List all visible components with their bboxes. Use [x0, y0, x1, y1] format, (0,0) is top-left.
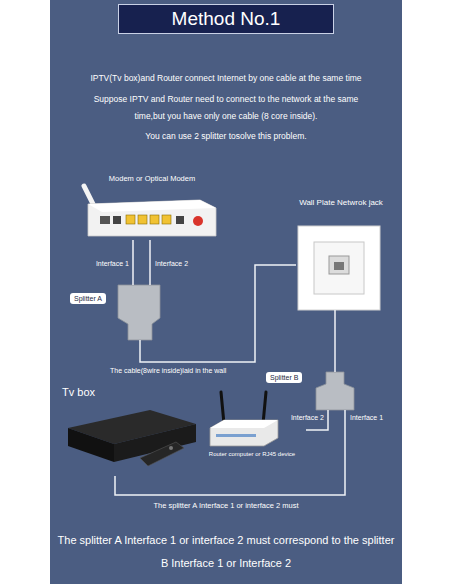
- paragraph-text: Suppose IPTV and Router need to connect …: [81, 91, 371, 125]
- interface-label: Interface 2: [266, 413, 324, 422]
- splitter-node: Splitter B: [266, 372, 354, 410]
- device-label: Wall Plate Netwrok jack: [296, 198, 386, 208]
- device-label: Router computer or RJ45 device: [198, 450, 306, 458]
- paragraph-text: IPTV(Tv box)and Router connect Internet …: [50, 70, 402, 87]
- splitter-node: Splitter A: [70, 285, 162, 340]
- cable-line: [140, 265, 296, 362]
- tv-box-node: Tv box: [62, 386, 202, 476]
- cable-line: [149, 240, 151, 285]
- splitter-body: [316, 372, 354, 410]
- wall-plate-picture: [298, 226, 380, 310]
- title-box: Method No.1: [118, 4, 334, 34]
- device-label: Modem or Optical Modem: [78, 174, 226, 184]
- note-text: The splitter A Interface 1 or interface …: [50, 501, 402, 511]
- cable-line: [334, 310, 336, 372]
- splitter-label: Splitter A: [70, 293, 106, 304]
- interface-label: Interface 2: [155, 259, 215, 268]
- splitter-body: [118, 285, 160, 340]
- background-panel: [50, 0, 402, 584]
- device-label: Tv box: [62, 386, 202, 399]
- modem-node: Modem or Optical Modem: [78, 174, 226, 240]
- wall-plate-node: Wall Plate Netwrok jack: [296, 198, 386, 310]
- interface-label: Interface 1: [350, 413, 400, 422]
- router-picture: [210, 392, 278, 446]
- cable-label: The cable(8wire inside)laid in the wall: [110, 366, 260, 375]
- cable-line: [132, 240, 134, 285]
- tv-box-picture: [68, 410, 196, 466]
- splitter-label: Splitter B: [266, 372, 302, 383]
- modem-picture: [84, 186, 216, 236]
- interface-label: Interface 1: [78, 259, 129, 268]
- paragraph-text: You can use 2 splitter tosolve this prob…: [50, 128, 402, 145]
- router-node: Router computer or RJ45 device: [198, 388, 306, 458]
- caption: The splitter A Interface 1 or interface …: [56, 529, 396, 575]
- cable-line: [115, 410, 345, 495]
